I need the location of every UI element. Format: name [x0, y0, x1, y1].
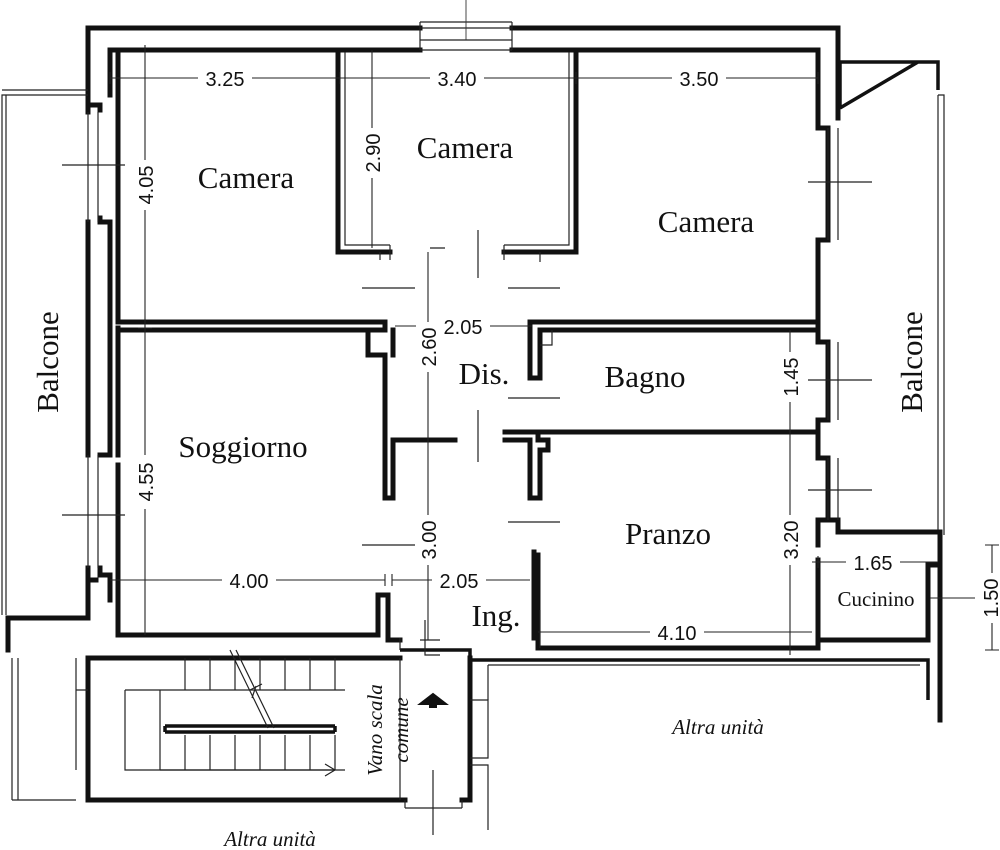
stair-handrail — [163, 724, 337, 734]
entrance-arrow-stem — [429, 702, 437, 708]
wall-left-exterior-outer — [5, 102, 91, 653]
window-left-upper — [62, 112, 125, 222]
dim-soggiorno-width: 4.00 — [230, 571, 269, 593]
dimension-labels: 3.25 3.40 3.50 4.05 2.90 2.05 2.60 1.45 … — [133, 66, 1000, 645]
wall-left-exterior — [85, 102, 113, 603]
line-landing-inner — [487, 664, 920, 700]
dim-cucinino-width: 1.65 — [854, 553, 893, 575]
wall-right-camera — [815, 115, 831, 325]
dim-soggiorno-depth: 4.55 — [136, 463, 158, 502]
window-right-pranzo — [808, 458, 872, 520]
window-right-bagno — [808, 342, 872, 420]
dim-dis-depth: 2.60 — [419, 328, 441, 367]
window-left-lower — [62, 455, 125, 568]
wall-right-pillar — [838, 60, 940, 110]
room-label-camera-left: Camera — [198, 160, 295, 195]
room-label-camera-center: Camera — [417, 130, 514, 165]
stairwell — [11, 649, 489, 835]
room-label-balcone-left: Balcone — [30, 311, 65, 413]
stairwell-inner-left — [11, 658, 88, 801]
dim-camera-center-depth: 2.90 — [363, 134, 385, 173]
wall-right-lower — [815, 517, 943, 723]
door-marks — [362, 230, 560, 656]
label-vano-scala-line2: comune — [389, 697, 413, 762]
dim-top-center-width: 3.40 — [438, 69, 477, 91]
room-label-pranzo: Pranzo — [625, 516, 711, 551]
wall-bottom-soggiorno — [115, 592, 403, 643]
door-marks-ingresso — [362, 521, 560, 648]
balcone-left-outline — [1, 89, 88, 615]
wall-bagno-pranzo — [502, 429, 821, 501]
wall-bagno-jamb — [540, 330, 553, 346]
door-marks-camera — [362, 230, 560, 289]
room-label-dis: Dis. — [459, 356, 510, 391]
label-altra-unita-right: Altra unità — [670, 715, 764, 739]
dim-bagno-depth: 1.45 — [781, 358, 803, 397]
label-altra-unita-bottom: Altra unità — [222, 827, 316, 850]
room-label-camera-right: Camera — [658, 204, 755, 239]
wall-camera-center — [335, 49, 579, 255]
dim-ingresso-depth: 3.00 — [419, 521, 441, 560]
dim-pranzo-width: 4.10 — [658, 623, 697, 645]
wall-camera-soggiorno — [115, 319, 388, 333]
room-label-balcone-right: Balcone — [894, 311, 929, 413]
dim-camera-left-depth: 4.05 — [136, 166, 158, 205]
dim-ingresso-width: 2.05 — [440, 571, 479, 593]
wall-bottom-pranzo — [535, 552, 821, 651]
dim-cucinino-depth: 1.50 — [981, 579, 1000, 618]
door-marks-bagno — [477, 397, 560, 462]
stair-treads — [184, 658, 336, 770]
dim-dis-width-label: 2.05 — [444, 317, 483, 339]
stairwell-outline — [85, 655, 473, 803]
door-marks-entrance — [399, 620, 440, 656]
wall-top-exterior — [85, 25, 841, 121]
dim-left-chain — [138, 45, 152, 635]
wall-landing — [400, 648, 930, 700]
stair-direction-line — [160, 649, 337, 777]
room-label-cucinino: Cucinino — [838, 587, 915, 611]
wall-right-pranzo — [815, 429, 831, 548]
room-label-ingresso: Ing. — [471, 598, 520, 633]
door-stubs-camera-center — [379, 245, 541, 262]
wall-camera-center-inner — [344, 52, 570, 246]
window-right-upper — [808, 128, 872, 240]
dim-top-right-width: 3.50 — [680, 69, 719, 91]
wall-soggiorno-dis — [365, 327, 458, 501]
wall-camera-bagno — [527, 319, 821, 381]
interior-walls — [115, 49, 821, 641]
room-label-bagno: Bagno — [605, 359, 686, 394]
room-label-soggiorno: Soggiorno — [178, 429, 307, 464]
balconies — [1, 89, 945, 615]
dim-top-left-width: 3.25 — [206, 69, 245, 91]
label-vano-scala-line1: Vano scala — [363, 684, 387, 776]
dim-pranzo-depth: 3.20 — [781, 521, 803, 560]
balcone-right-outline — [937, 94, 945, 535]
stairwell-door — [399, 658, 489, 835]
room-labels: Camera Camera Camera Soggiorno Dis. Bagn… — [30, 130, 929, 850]
